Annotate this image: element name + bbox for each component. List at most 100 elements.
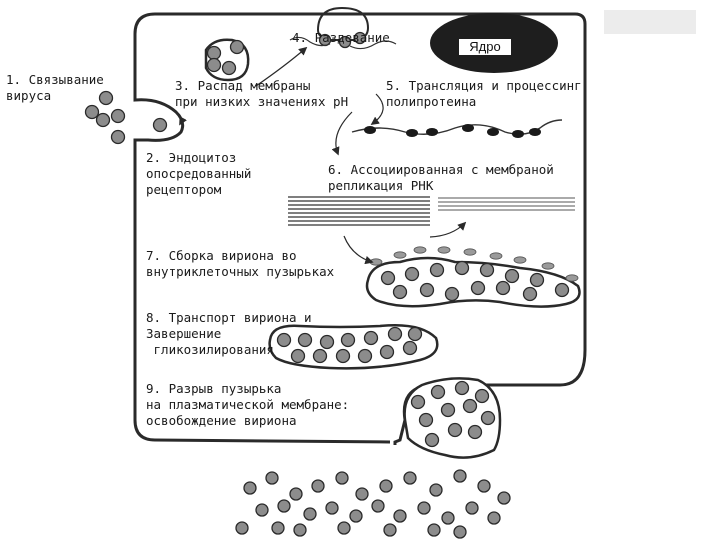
extracellular-virion	[110, 129, 126, 145]
transport-virion	[363, 330, 379, 346]
released-virion	[289, 487, 303, 501]
step-5-label: 5. Трансляция и процессинг полипротеина	[386, 78, 582, 109]
nucleus-label: Ядро	[459, 39, 511, 55]
curved-arrow-icon	[255, 46, 308, 87]
released-virion	[271, 521, 285, 535]
released-virion	[349, 509, 363, 523]
membrane-protein	[393, 251, 407, 259]
released-virion	[303, 507, 317, 521]
budding-virion	[424, 432, 440, 448]
curved-arrow-icon	[331, 111, 353, 156]
released-virion	[325, 501, 339, 515]
endosome-virion	[221, 60, 237, 76]
released-virion	[417, 501, 431, 515]
curved-arrow-icon	[370, 93, 384, 125]
assembly-virion	[444, 286, 460, 302]
step-1-label: 1. Связывание вируса	[6, 72, 104, 103]
step-6-label: 6. Ассоциированная с мембраной репликаци…	[328, 162, 554, 193]
extracellular-virion	[110, 108, 126, 124]
transport-virion	[379, 344, 395, 360]
step-3-label: 3. Распад мембраны при низких значениях …	[175, 78, 349, 109]
ribosome-icon	[364, 126, 376, 134]
released-virion	[255, 503, 269, 517]
membrane-protein	[489, 252, 503, 260]
assembly-virion	[529, 272, 545, 288]
released-virion	[393, 509, 407, 523]
membrane-protein	[413, 246, 427, 254]
uncoating-virion	[338, 35, 352, 49]
transport-virion	[357, 348, 373, 364]
membrane-protein	[513, 256, 527, 264]
assembly-virion	[429, 262, 445, 278]
budding-virion	[454, 380, 470, 396]
assembly-virion	[454, 260, 470, 276]
released-virion	[383, 523, 397, 537]
ribosome-icon	[426, 128, 438, 136]
released-virion	[477, 479, 491, 493]
assembly-virion	[380, 270, 396, 286]
assembly-virion	[419, 282, 435, 298]
assembly-virion	[404, 266, 420, 282]
membrane-protein	[541, 262, 555, 270]
released-virion	[235, 521, 249, 535]
budding-virion	[467, 424, 483, 440]
transport-virion	[407, 326, 423, 342]
ribosome-icon	[529, 128, 541, 136]
step-7-label: 7. Сборка вириона во внутриклеточных пуз…	[146, 248, 335, 279]
released-virion	[277, 499, 291, 513]
released-virion	[355, 487, 369, 501]
rna-strand	[349, 40, 397, 50]
curved-arrow-icon	[429, 221, 467, 238]
released-virion	[429, 483, 443, 497]
assembly-virion	[495, 280, 511, 296]
ribosome-icon	[462, 124, 474, 132]
budding-virion	[440, 402, 456, 418]
transport-virion	[276, 332, 292, 348]
released-virion	[379, 479, 393, 493]
released-virion	[243, 481, 257, 495]
transport-virion	[340, 332, 356, 348]
transport-virion	[290, 348, 306, 364]
membrane-protein	[437, 246, 451, 254]
bound-virion	[152, 117, 168, 133]
corner-box	[604, 10, 696, 34]
extracellular-virion	[84, 104, 100, 120]
endosome-virion	[206, 57, 222, 73]
budding-virion	[462, 398, 478, 414]
released-virion	[453, 525, 467, 539]
released-virion	[311, 479, 325, 493]
transport-virion	[387, 326, 403, 342]
released-virion	[371, 499, 385, 513]
uncoating-virion	[353, 31, 367, 45]
transport-virion	[319, 334, 335, 350]
step-2-label: 2. Эндоцитоз опосредованный рецептором	[146, 150, 252, 197]
budding-virion	[430, 384, 446, 400]
transport-virion	[335, 348, 351, 364]
transport-virion	[297, 332, 313, 348]
extracellular-virion	[98, 90, 114, 106]
endosome-virion	[206, 45, 222, 61]
released-virion	[337, 521, 351, 535]
polyprotein-strand	[351, 119, 563, 135]
assembly-virion	[392, 284, 408, 300]
step-4-label: 4. Раздевание	[292, 30, 390, 45]
assembly-virion	[554, 282, 570, 298]
ribosome-icon	[512, 130, 524, 138]
ribosome-icon	[487, 128, 499, 136]
rna-strand	[289, 36, 331, 47]
released-virion	[497, 491, 511, 505]
step-8-label: 8. Транспорт вириона и Завершение гликоз…	[146, 310, 312, 357]
released-virion	[403, 471, 417, 485]
released-virion	[427, 523, 441, 537]
released-virion	[293, 523, 307, 537]
assembly-virion	[522, 286, 538, 302]
curved-arrow-icon	[343, 235, 374, 265]
budding-virion	[418, 412, 434, 428]
released-virion	[335, 471, 349, 485]
endosome-virion	[229, 39, 245, 55]
extracellular-virion	[95, 112, 111, 128]
transport-virion	[402, 340, 418, 356]
assembly-virion	[479, 262, 495, 278]
budding-virion	[480, 410, 496, 426]
released-virion	[453, 469, 467, 483]
